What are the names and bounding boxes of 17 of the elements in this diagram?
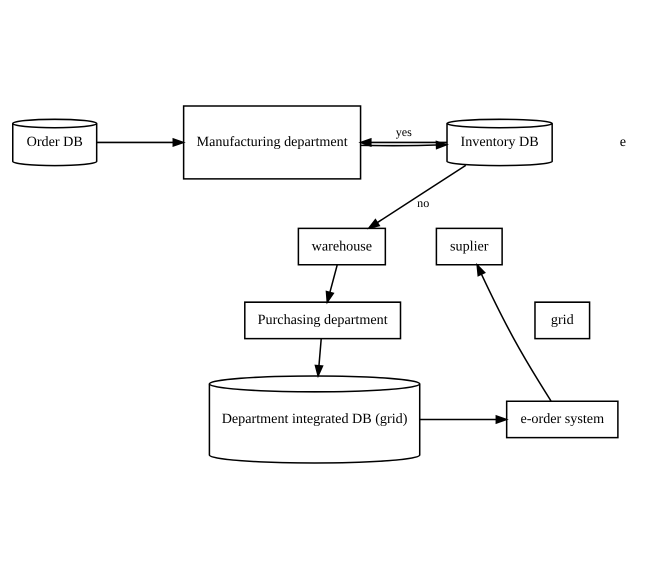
arrow [366, 164, 466, 229]
node-box: suplier [436, 227, 503, 266]
node-box: Manufacturing department [182, 104, 362, 180]
node-box: grid [534, 300, 590, 339]
arrow [360, 140, 449, 150]
arrow [420, 414, 509, 424]
node-box: Purchasing department [244, 300, 402, 339]
edge-label: no [417, 195, 430, 210]
arrow [96, 137, 186, 147]
edge-label: yes [396, 124, 412, 138]
node-box: warehouse [298, 227, 386, 266]
arrow [476, 262, 552, 401]
arrow [314, 338, 324, 378]
arrow [358, 137, 447, 147]
node-box: e-order system [506, 400, 619, 438]
label: e [620, 134, 626, 150]
arrow [326, 264, 338, 304]
